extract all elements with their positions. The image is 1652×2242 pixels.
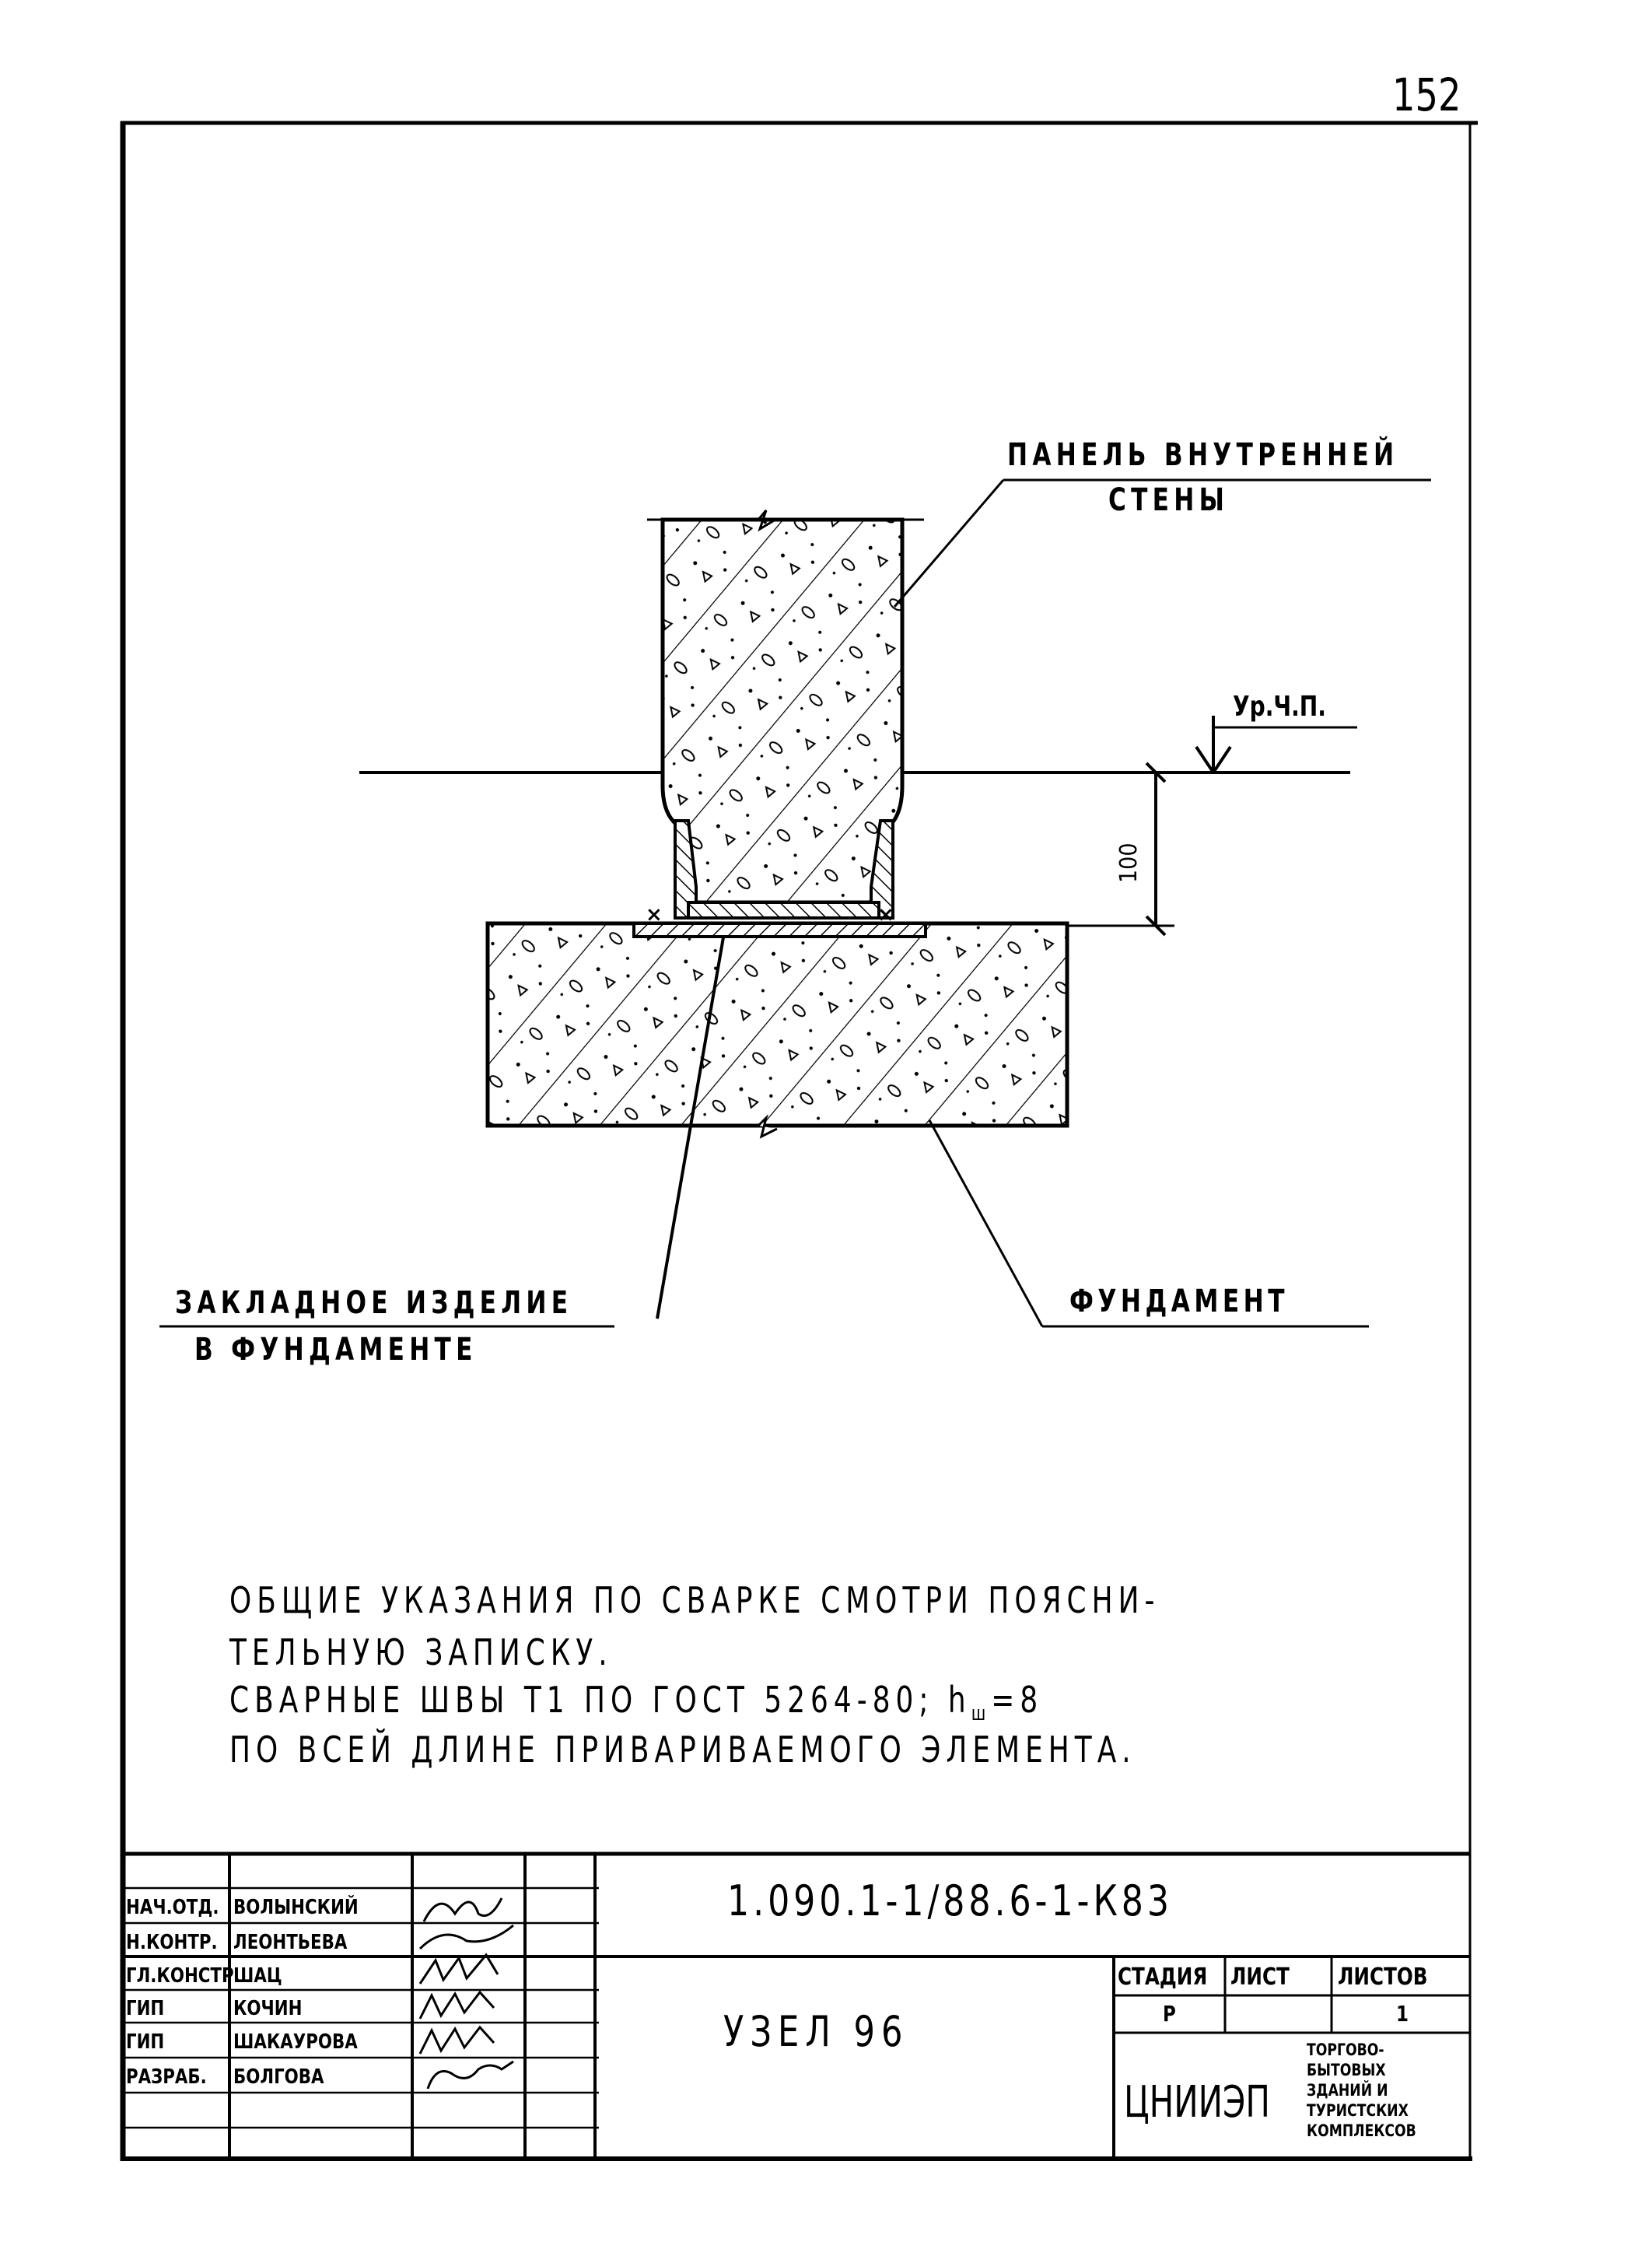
signatory-name-1: ВОЛЫНСКИЙ	[233, 1896, 359, 1919]
note-line-1: ОБЩИЕ УКАЗАНИЯ ПО СВАРКЕ СМОТРИ ПОЯСНИ-	[229, 1579, 1160, 1621]
dimension-100	[1067, 762, 1174, 937]
sheet-title: УЗЕЛ 96	[723, 2007, 909, 2056]
leader-lines	[159, 478, 1431, 1328]
note-line-4: ПО ВСЕЙ ДЛИНЕ ПРИВАРИВАЕМОГО ЭЛЕМЕНТА.	[229, 1729, 1136, 1771]
org-dept-line-1: ТОРГОВО-	[1307, 2041, 1384, 2059]
sheets-value: 1	[1396, 2001, 1409, 2027]
stage-value: Р	[1163, 2001, 1176, 2027]
document-code: 1.090.1-1/88.6-1-К83	[727, 1876, 1173, 1925]
embedded-part-label-line2: В ФУНДАМЕНТЕ	[194, 1332, 478, 1368]
signatures	[418, 1897, 514, 2090]
foundation-section	[485, 921, 1069, 1139]
page-number: 152	[1392, 68, 1461, 121]
embedded-plate	[632, 922, 927, 938]
signatory-role-1: НАЧ.ОТД.	[126, 1896, 219, 1919]
floor-level-marker	[1195, 716, 1357, 774]
sheets-header: ЛИСТОВ	[1338, 1964, 1428, 1991]
note-line-2: ТЕЛЬНУЮ ЗАПИСКУ.	[229, 1631, 613, 1673]
org-dept-line-5: КОМПЛЕКСОВ	[1307, 2121, 1416, 2140]
title-block-grid	[123, 1851, 1470, 2161]
signatory-name-4: КОЧИН	[233, 1997, 303, 2020]
signatory-name-2: ЛЕОНТЬЕВА	[233, 1931, 348, 1954]
org-dept-line-2: БЫТОВЫХ	[1307, 2061, 1386, 2079]
signatory-role-2: Н.КОНТР.	[126, 1931, 218, 1954]
weld-mark-left: ×	[646, 903, 663, 927]
foundation-label: ФУНДАМЕНТ	[1069, 1284, 1289, 1319]
signatory-role-5: ГИП	[126, 2030, 165, 2054]
weld-bottom	[687, 901, 880, 920]
stage-header: СТАДИЯ	[1118, 1964, 1208, 1991]
signatory-name-5: ШАКАУРОВА	[233, 2030, 358, 2054]
note-line-3: СВАРНЫЕ ШВЫ Т1 ПО ГОСТ 5264-80; hш=8	[229, 1679, 1044, 1726]
wall-panel-label-line2: СТЕНЫ	[1108, 482, 1230, 518]
org-dept-line-4: ТУРИСТСКИХ	[1307, 2101, 1409, 2120]
org-dept-line-3: ЗДАНИЙ И	[1307, 2081, 1388, 2100]
drawing-frame	[120, 121, 1478, 2161]
signatory-name-6: БОЛГОВА	[233, 2065, 324, 2089]
signatory-role-6: РАЗРАБ.	[126, 2065, 207, 2089]
floor-level-label: Ур.Ч.П.	[1233, 691, 1326, 723]
embedded-part-label-line1: ЗАКЛАДНОЕ ИЗДЕЛИЕ	[175, 1285, 573, 1321]
organization-name: ЦНИИЭП	[1124, 2077, 1270, 2128]
dimension-100-label: 100	[1115, 843, 1143, 883]
organization-department: ТОРГОВО- БЫТОВЫХ ЗДАНИЙ И ТУРИСТСКИХ КОМ…	[1307, 2040, 1440, 2141]
wall-panel-label-line1: ПАНЕЛЬ ВНУТРЕННЕЙ	[1007, 437, 1399, 473]
weld-right	[870, 819, 894, 920]
signatory-name-3: ШАЦ	[233, 1964, 282, 1988]
weld-mark-right: ×	[877, 903, 894, 927]
sheet-header: ЛИСТ	[1230, 1964, 1290, 1991]
signatory-role-4: ГИП	[126, 1997, 165, 2020]
signatory-role-3: ГЛ.КОНСТР.	[126, 1964, 240, 1988]
